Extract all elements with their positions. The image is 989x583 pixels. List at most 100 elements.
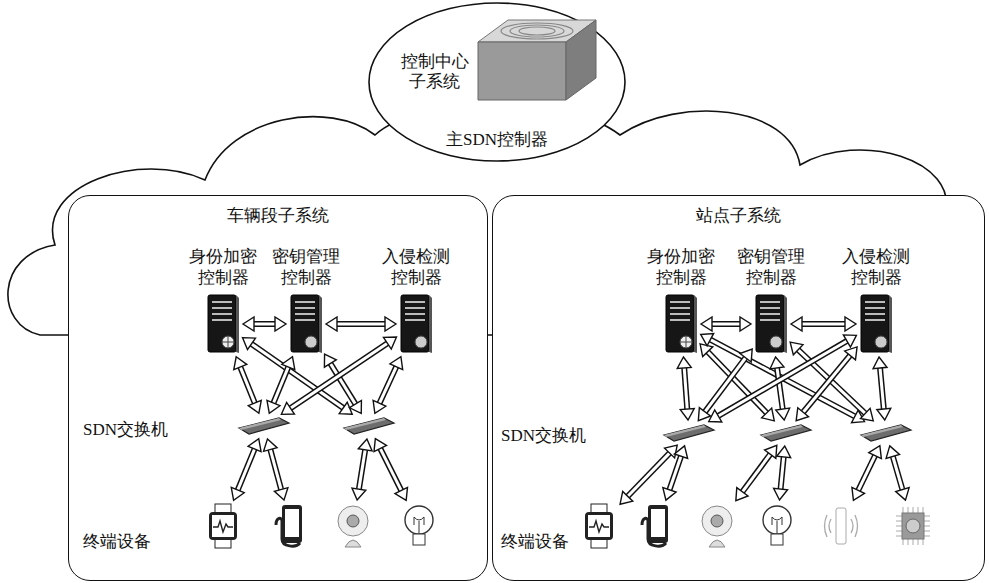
connector-inner	[251, 343, 344, 408]
watch-screen	[212, 515, 234, 537]
connector-outline	[627, 452, 670, 497]
double-arrow-connector	[701, 317, 751, 331]
arrow-head	[350, 400, 362, 413]
cube-ring	[501, 23, 573, 39]
switch-row-label: SDN交换机	[501, 426, 586, 446]
arrow-head	[709, 410, 722, 422]
arrow-head	[339, 402, 352, 414]
server-side	[784, 295, 787, 353]
connector-inner	[717, 340, 847, 416]
globe-lines	[222, 336, 234, 348]
cube-ring	[510, 25, 564, 37]
arrow-head	[736, 488, 748, 501]
server-badge	[415, 336, 427, 348]
chip-pin	[896, 507, 930, 545]
arrow-head	[324, 354, 336, 367]
controller-server-icon	[664, 294, 698, 354]
arrow-head	[677, 357, 691, 368]
double-arrow-connector	[243, 317, 286, 331]
double-arrow-connector	[770, 357, 790, 420]
sensor-waves	[825, 515, 858, 537]
connector-inner	[240, 366, 255, 404]
double-arrow-connector	[873, 357, 891, 420]
server-slot	[295, 313, 315, 315]
server-side	[319, 295, 322, 353]
phone-device-icon	[638, 503, 676, 549]
connector-inner	[684, 367, 687, 410]
server-slot	[295, 301, 315, 303]
arrow-head	[765, 445, 777, 458]
connector-inner	[707, 351, 767, 414]
arrow-head	[860, 408, 873, 421]
switch-top	[761, 425, 803, 437]
sdn-switch	[237, 416, 291, 436]
double-arrow-connector	[352, 439, 372, 500]
chip-body	[902, 513, 924, 539]
connector-inner	[797, 349, 866, 414]
arrow-head	[267, 400, 280, 413]
double-arrow-connector	[267, 357, 295, 413]
connector-inner	[893, 455, 903, 490]
double-arrow-connector	[700, 344, 774, 421]
sdn-switch-icon	[237, 416, 291, 436]
controller-server-icon	[206, 294, 240, 354]
bulb-base	[771, 534, 783, 545]
double-arrow-connector	[242, 338, 352, 415]
watch-pulse	[213, 521, 233, 532]
connector-inner	[253, 323, 276, 326]
double-arrow-connector	[736, 445, 777, 500]
phone-screen	[285, 509, 299, 537]
arrow-head	[282, 357, 295, 370]
switch-top	[239, 418, 281, 430]
camera-device	[334, 503, 372, 549]
server-badge	[875, 336, 887, 348]
double-arrow-connector	[709, 335, 857, 422]
server-badge	[305, 336, 317, 348]
connector-outline	[893, 455, 903, 490]
arrow-head	[281, 402, 294, 414]
camera-body	[338, 506, 368, 536]
connector-inner	[801, 323, 846, 326]
server-slot	[865, 301, 885, 303]
bulb-filament	[772, 517, 782, 533]
connector-outline	[684, 367, 687, 410]
server-badge	[680, 336, 692, 348]
connector-outline	[379, 366, 397, 404]
server-slot	[670, 301, 690, 303]
connector-inner	[379, 366, 397, 404]
switch-row-label: SDN交换机	[83, 420, 168, 440]
bulb-glass	[405, 506, 433, 534]
server-side	[694, 295, 697, 353]
arrow-head	[680, 409, 694, 420]
controller-label: 密钥管理 控制器	[734, 247, 807, 288]
server-body	[208, 295, 236, 352]
arrow-head	[674, 446, 687, 459]
connector-inner	[780, 456, 783, 490]
server-slot	[670, 319, 690, 321]
arrow-head	[701, 333, 714, 345]
arrow-head	[373, 400, 386, 413]
server-body	[666, 295, 694, 352]
server-body	[291, 295, 319, 352]
connector-inner	[273, 366, 289, 404]
switch-body	[664, 425, 714, 441]
arrow-head	[776, 408, 790, 420]
switch-body	[861, 425, 911, 441]
controller-server-icon	[289, 294, 323, 354]
camera-body	[702, 506, 732, 536]
connector-outline	[797, 349, 866, 414]
controller-label: 入侵检测 控制器	[839, 247, 912, 288]
camera-stand	[345, 540, 361, 547]
camera-lens	[711, 515, 723, 527]
arrow-head	[770, 357, 784, 369]
phone-device	[272, 503, 310, 549]
connector-outline	[251, 343, 344, 408]
connector-outline	[270, 449, 281, 491]
camera-stand	[709, 540, 725, 547]
connector-outline	[359, 449, 366, 490]
double-arrow-connector	[796, 347, 857, 421]
arrow-head	[791, 317, 802, 331]
chip-pin	[896, 507, 930, 545]
chip-device	[894, 503, 932, 549]
camera-lens	[347, 515, 359, 527]
